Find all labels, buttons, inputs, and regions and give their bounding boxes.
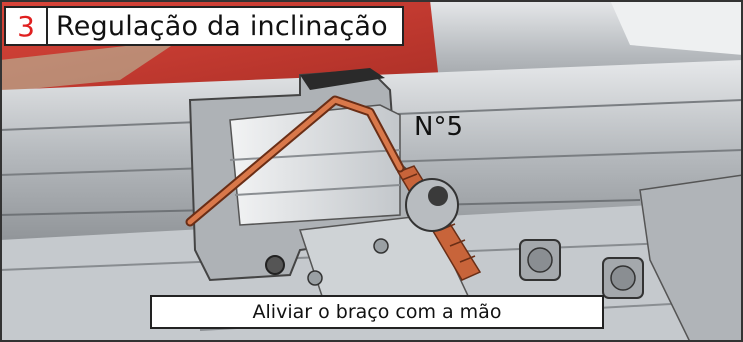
step-number: 3 bbox=[6, 8, 48, 44]
screw bbox=[307, 270, 323, 286]
step-title: Regulação da inclinação bbox=[56, 10, 388, 42]
screw bbox=[373, 238, 389, 254]
caption: Aliviar o braço com a mão bbox=[150, 295, 604, 329]
callout-label: N°5 bbox=[414, 112, 463, 142]
bolt-icon bbox=[396, 165, 482, 281]
step-header: 3 Regulação da inclinação bbox=[4, 6, 404, 46]
caption-text: Aliviar o braço com a mão bbox=[252, 301, 502, 323]
